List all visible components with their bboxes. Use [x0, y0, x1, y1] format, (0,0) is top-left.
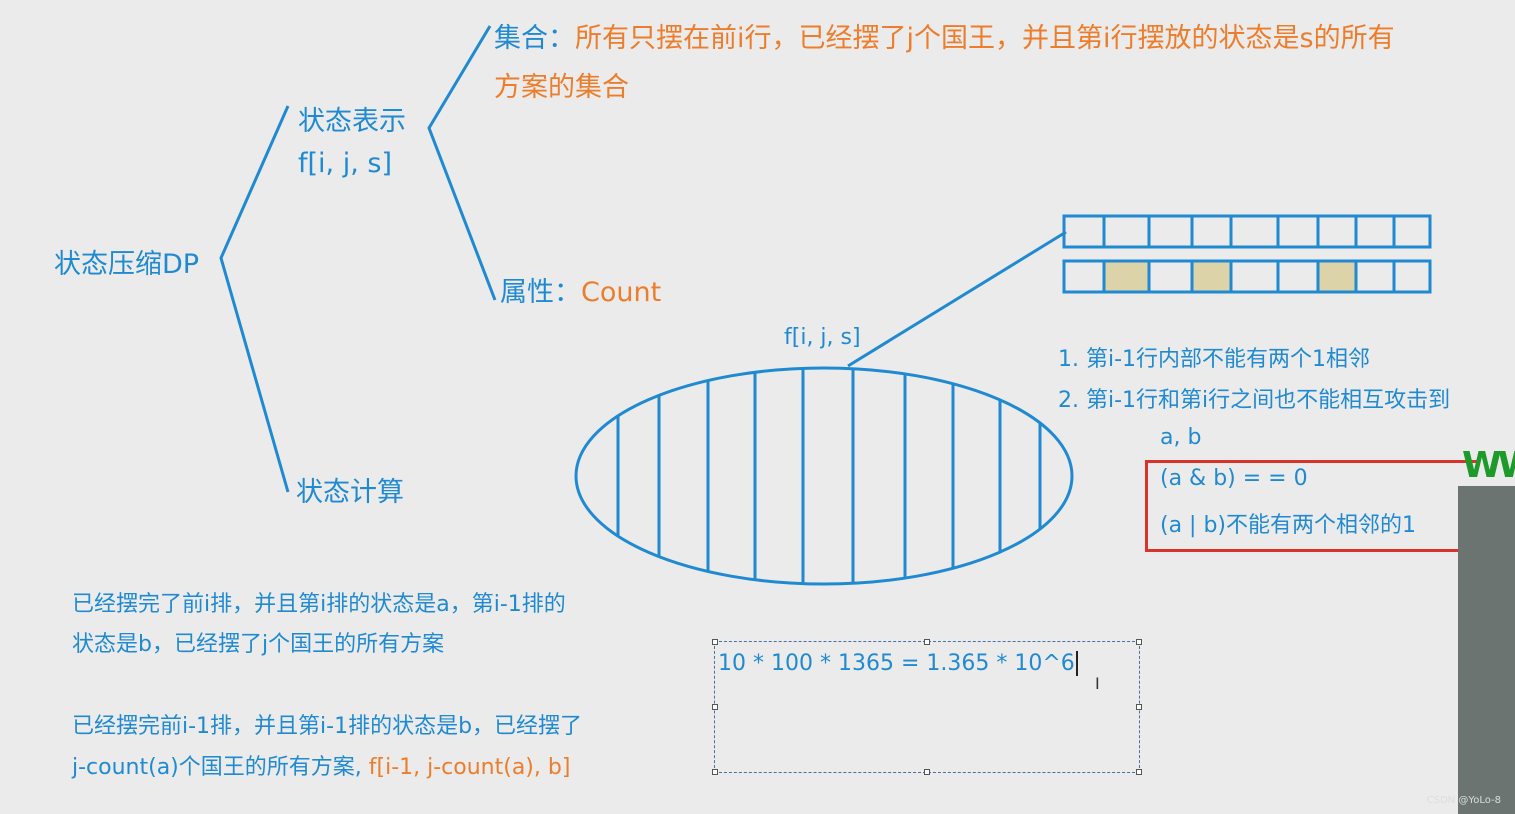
bottom-row-cell — [1276, 259, 1320, 294]
watermark: CSDN @YoLo-8 — [1426, 795, 1501, 806]
top-row-cell — [1102, 214, 1151, 249]
attr-prefix: 属性： — [500, 277, 581, 308]
set-line1: 所有只摆在前i行，已经摆了j个国王，并且第i行摆放的状态是s的所有 — [575, 23, 1395, 54]
bottom-row-cell — [1190, 259, 1233, 294]
desc1-line1: 已经摆完了前i排，并且第i排的状态是a，第i-1排的 — [72, 592, 566, 617]
desc1-line2: 状态是b，已经摆了j个国王的所有方案 — [72, 632, 445, 657]
row-grid — [1062, 214, 1432, 294]
complexity-textbox[interactable]: 10 * 100 * 1365 = 1.365 * 10^6 I — [712, 639, 1142, 775]
condition-2: (a | b)不能有两个相邻的1 — [1160, 513, 1417, 538]
desc2-line2-blue: j-count(a)个国王的所有方案, — [72, 755, 369, 780]
text-cursor-icon: I — [1095, 674, 1100, 693]
constraint-2: 2. 第i-1行和第i行之间也不能相互攻击到 — [1058, 388, 1451, 413]
connector-line — [847, 230, 1067, 368]
complexity-text[interactable]: 10 * 100 * 1365 = 1.365 * 10^6 — [718, 651, 1078, 676]
top-row-cell — [1229, 214, 1280, 249]
state-rep-formula: f[i, j, s] — [298, 148, 392, 179]
bottom-row-cell — [1229, 259, 1280, 294]
top-row-cell — [1316, 214, 1358, 249]
bottom-row-cell — [1316, 259, 1358, 294]
ellipse-dividers — [616, 368, 1042, 584]
state-calc-label: 状态计算 — [296, 477, 404, 508]
state-ellipse — [574, 366, 1074, 586]
top-row-cell — [1392, 214, 1432, 249]
bottom-row-cell — [1062, 259, 1106, 294]
top-row-cell — [1190, 214, 1233, 249]
top-row-cell — [1354, 214, 1396, 249]
bottom-row-cell — [1147, 259, 1194, 294]
state-rep-label: 状态表示 — [298, 106, 406, 137]
set-prefix: 集合： — [494, 23, 575, 54]
condition-box — [1145, 460, 1478, 552]
gray-overlay — [1458, 486, 1515, 814]
overlay-text: WW — [1462, 445, 1515, 486]
bottom-row-cell — [1392, 259, 1432, 294]
top-row-cell — [1276, 214, 1320, 249]
bottom-row-cell — [1354, 259, 1396, 294]
bottom-row-cell — [1102, 259, 1151, 294]
ab-label: a, b — [1160, 425, 1202, 450]
bracket-root — [219, 105, 290, 493]
constraint-1: 1. 第i-1行内部不能有两个1相邻 — [1058, 347, 1371, 372]
ellipse-label: f[i, j, s] — [784, 325, 861, 350]
top-row-cell — [1147, 214, 1194, 249]
top-row-cell — [1062, 214, 1106, 249]
condition-1: (a & b) = = 0 — [1160, 466, 1308, 491]
bracket-state-rep — [427, 25, 497, 301]
desc2-line2-orange: f[i-1, j-count(a), b] — [368, 755, 571, 780]
desc2-line1: 已经摆完前i-1排，并且第i-1排的状态是b，已经摆了 — [72, 714, 583, 739]
attr-value: Count — [581, 277, 662, 308]
set-line2: 方案的集合 — [494, 72, 629, 103]
root-label: 状态压缩DP — [54, 249, 200, 280]
